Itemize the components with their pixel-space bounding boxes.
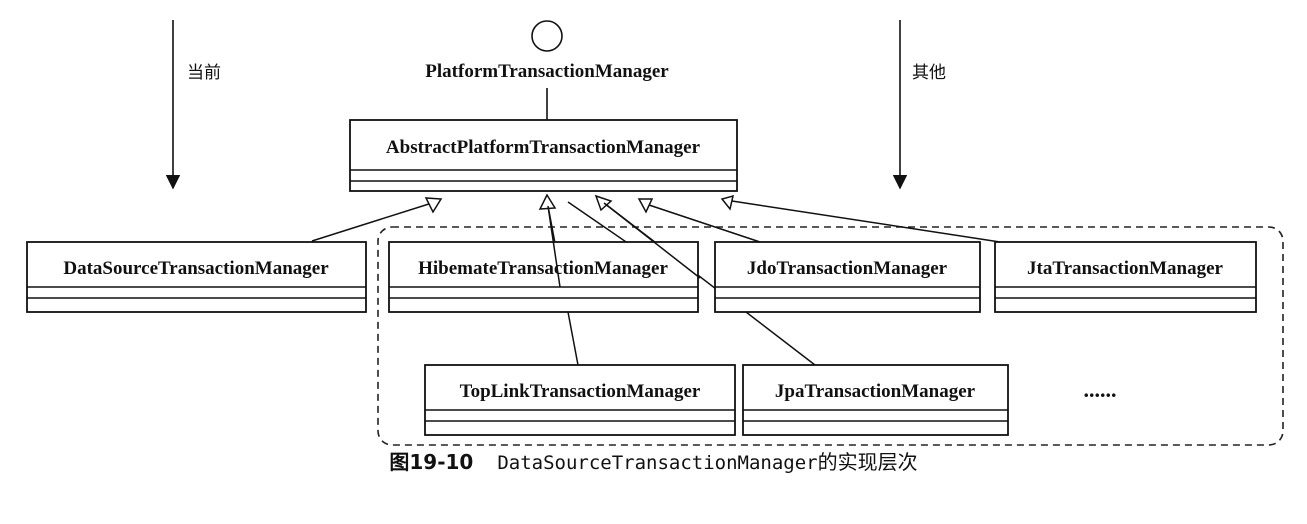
figure-caption: 图19-10 DataSourceTransactionManager的实现层次 [0, 446, 1307, 475]
class-name-toplink: TopLinkTransactionManager [460, 381, 701, 402]
class-box-hibernate: HibemateTransactionManager [388, 241, 699, 313]
caption-figure-number: 图19-10 [389, 450, 474, 474]
other-label: 其他 [912, 63, 946, 83]
abstract-class-name: AbstractPlatformTransactionManager [386, 137, 701, 158]
class-name-jdo: JdoTransactionManager [747, 258, 948, 279]
class-name-jta: JtaTransactionManager [1027, 258, 1224, 279]
class-box-jdo: JdoTransactionManager [714, 241, 981, 313]
more-implementations: ...... [1084, 377, 1117, 402]
class-box-jpa: JpaTransactionManager [742, 364, 1009, 436]
interface-circle-icon [531, 20, 563, 52]
class-box-datasource: DataSourceTransactionManager [26, 241, 367, 313]
other-implementations-group [377, 226, 1284, 446]
jpa-line-overlay [603, 202, 701, 279]
class-name-datasource: DataSourceTransactionManager [63, 258, 329, 279]
interface-name: PlatformTransactionManager [425, 61, 669, 82]
caption-class-name: DataSourceTransactionManager [497, 452, 818, 474]
toplink-line-overlay [547, 205, 561, 288]
caption-text: 的实现层次 [817, 450, 918, 474]
class-name-hibernate: HibemateTransactionManager [418, 258, 668, 279]
class-box-toplink: TopLinkTransactionManager [424, 364, 736, 436]
class-name-jpa: JpaTransactionManager [775, 381, 976, 402]
class-box-jta: JtaTransactionManager [994, 241, 1257, 313]
abstract-class-box: AbstractPlatformTransactionManager [349, 119, 738, 192]
current-label: 当前 [187, 63, 221, 83]
